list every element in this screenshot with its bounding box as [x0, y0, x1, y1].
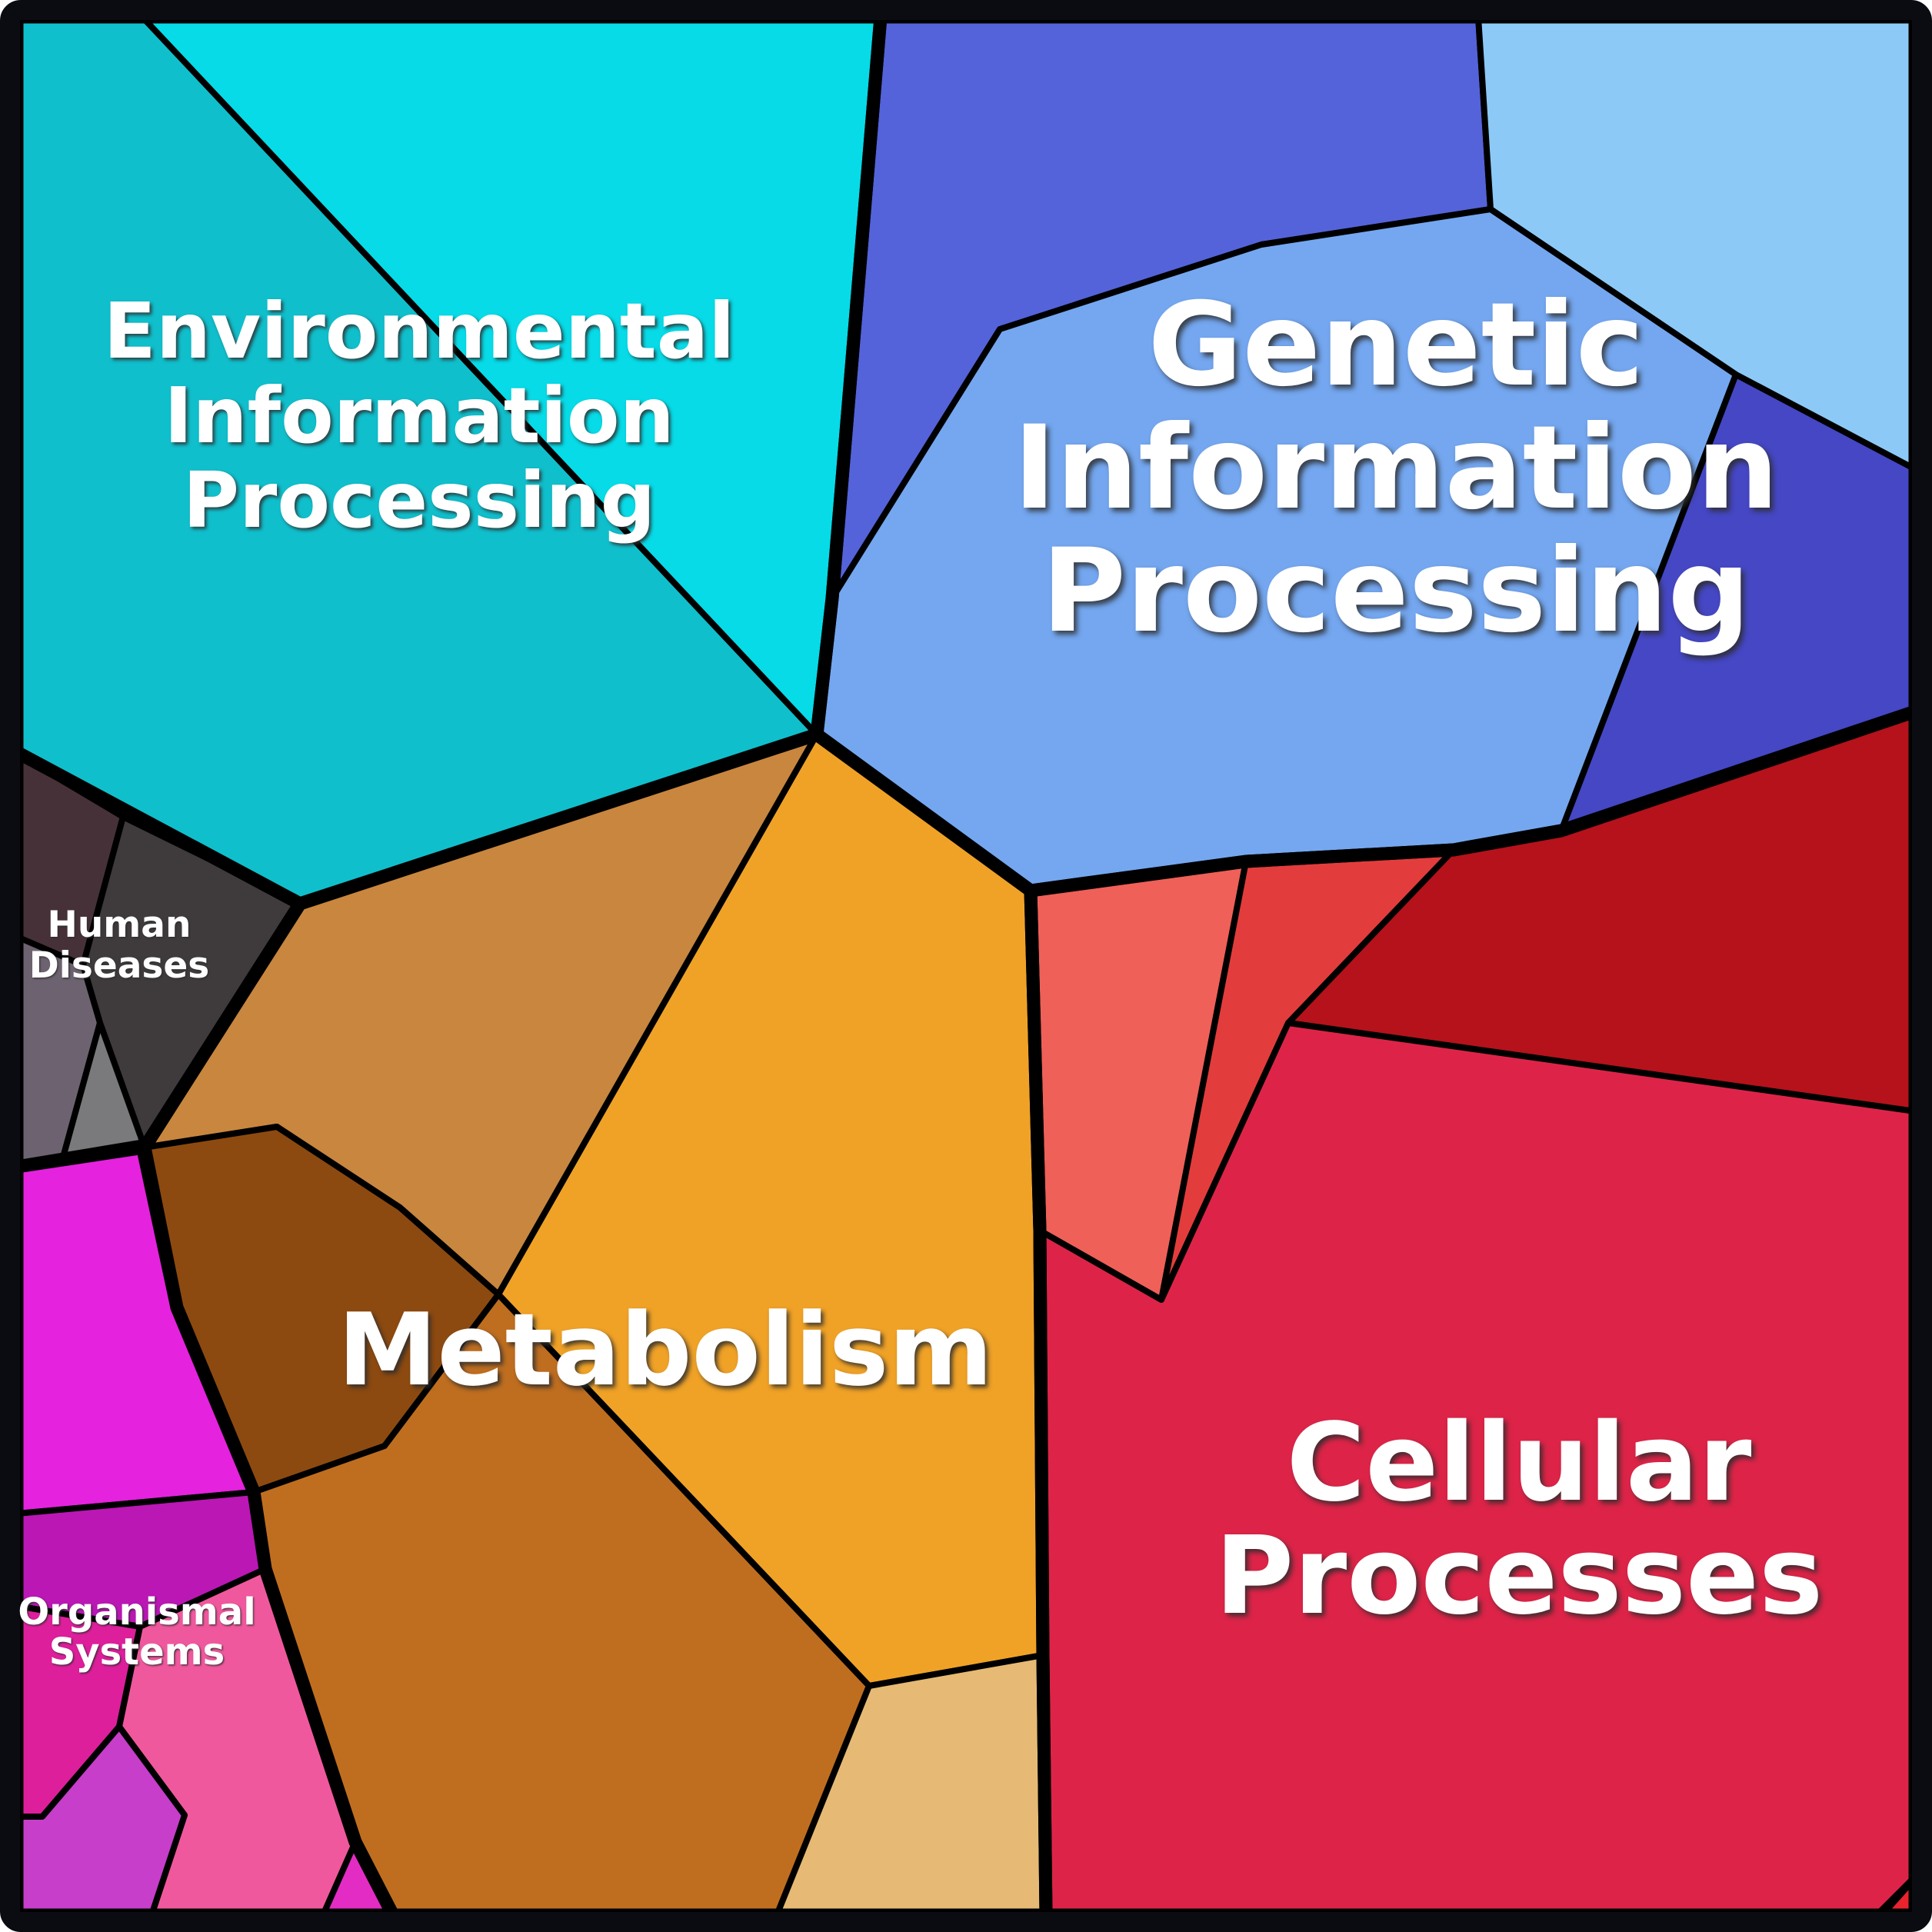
org-label-line-1: Systems — [49, 1631, 225, 1674]
met-label-line-0: Metabolism — [338, 1291, 993, 1408]
cel-label-line-0: Cellular — [1287, 1401, 1752, 1526]
hd-label-line-1: Diseases — [29, 944, 210, 987]
org-label-line-0: Organismal — [18, 1591, 255, 1634]
env-label-line-1: Information — [164, 371, 675, 461]
env-label-line-0: Environmental — [104, 286, 735, 376]
hd-label-line-0: Human — [48, 904, 192, 946]
gen-label-line-2: Processing — [1041, 525, 1750, 658]
env-label-line-2: Processing — [183, 455, 656, 545]
gen-label-line-1: Information — [1013, 401, 1778, 535]
met-label: Metabolism — [338, 1291, 993, 1408]
gen-label-line-0: Genetic — [1148, 278, 1644, 412]
cel-label-line-1: Processes — [1215, 1514, 1824, 1639]
